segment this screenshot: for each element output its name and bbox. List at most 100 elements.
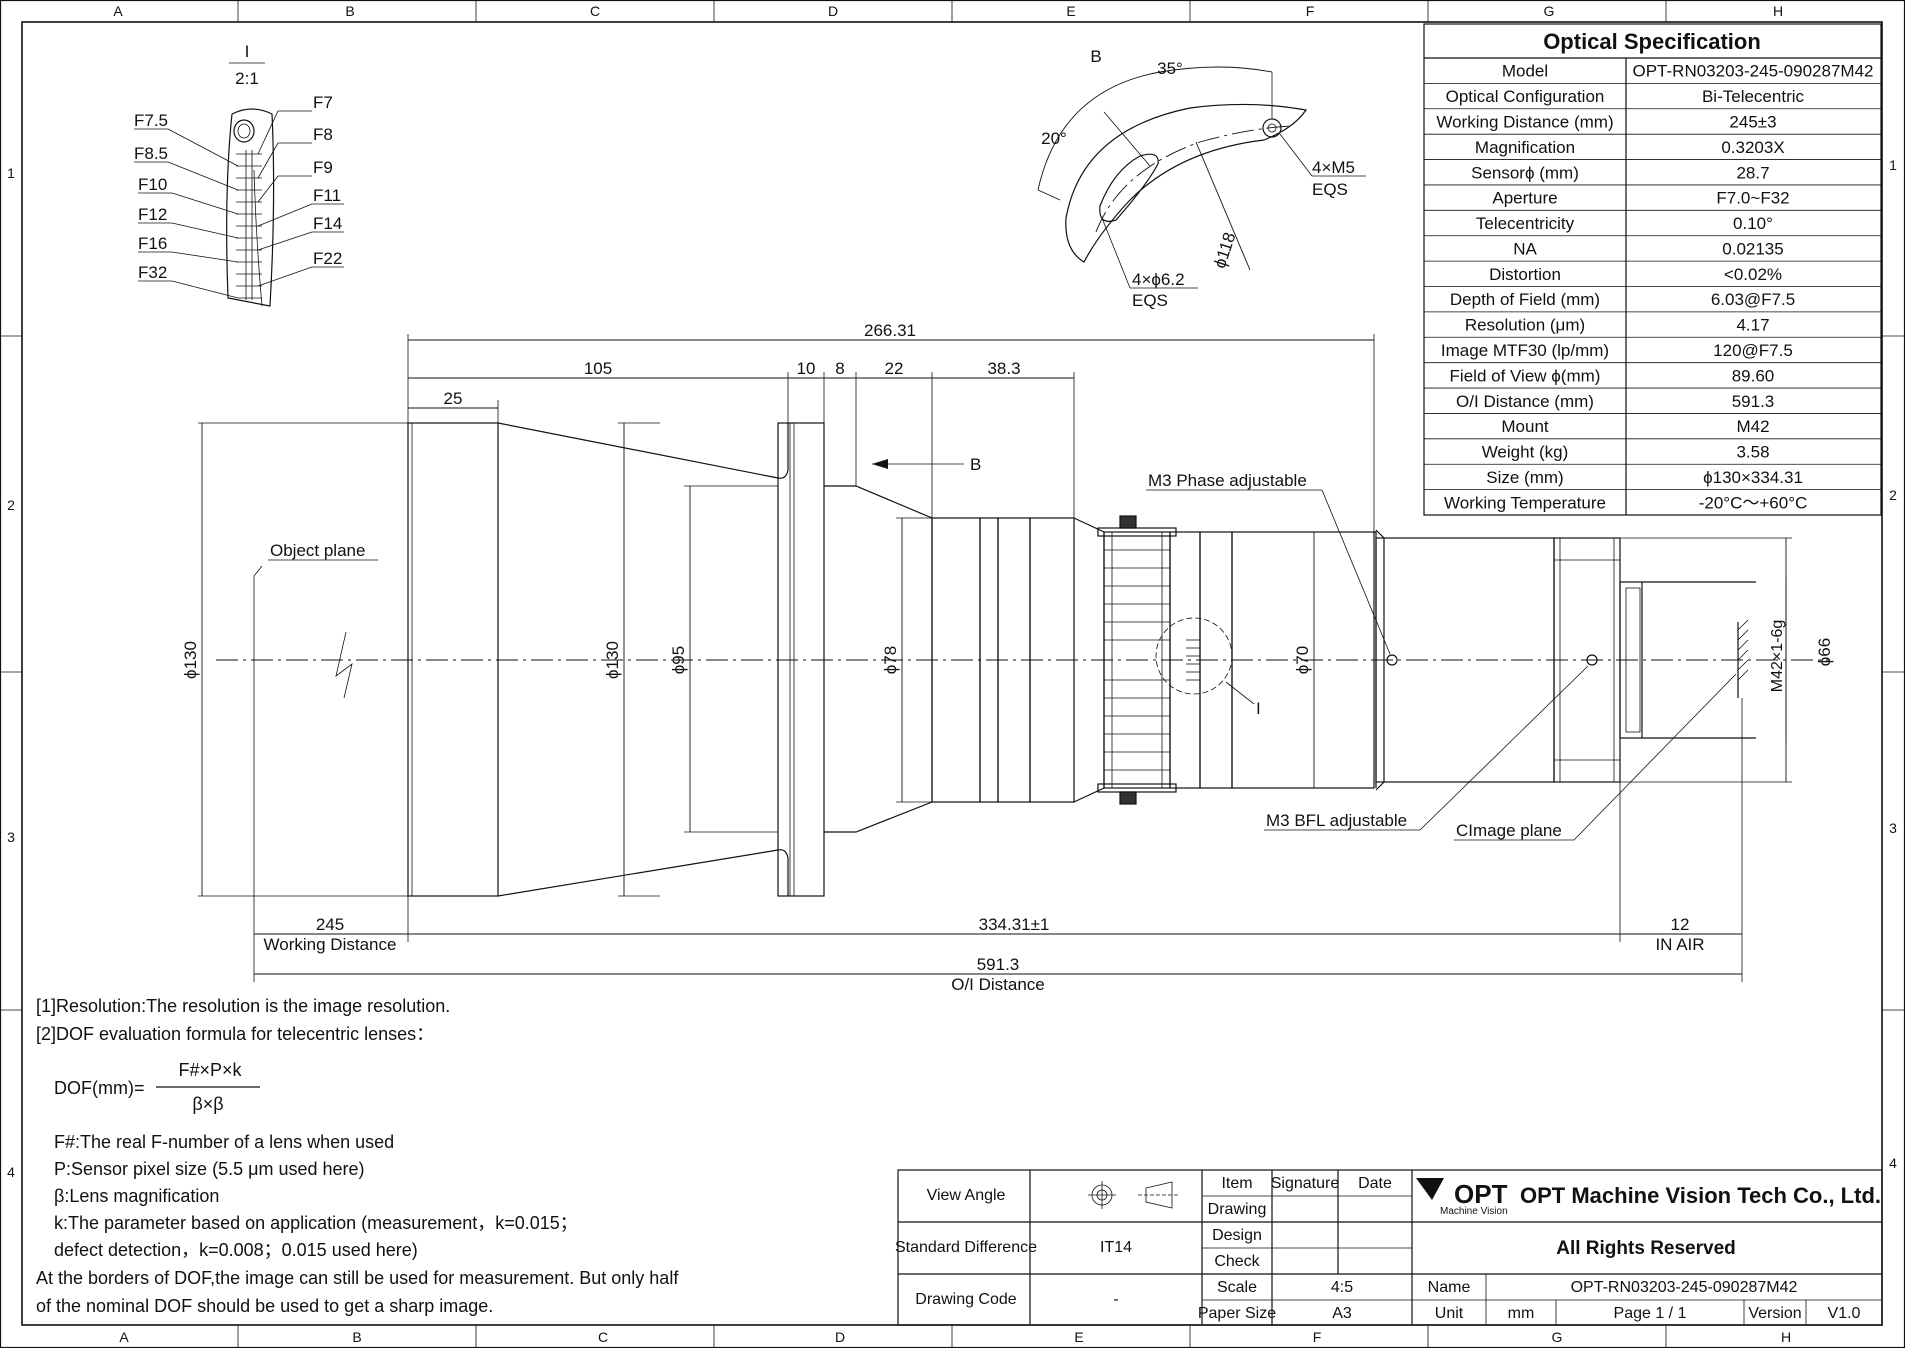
row-label-right: 2	[1889, 487, 1897, 503]
f-label: F8.5	[134, 144, 168, 163]
dim-25: 25	[444, 389, 463, 408]
spec-param: Weight (kg)	[1482, 443, 1569, 462]
image-plane-label: CImage plane	[1456, 821, 1562, 840]
phi-118: ϕ118	[1210, 230, 1239, 271]
name-value: OPT-RN03203-245-090287M42	[1571, 1279, 1798, 1296]
col-label-top: G	[1544, 3, 1555, 19]
notes: [1]Resolution:The resolution is the imag…	[36, 996, 679, 1316]
spec-value: 28.7	[1736, 163, 1769, 182]
row-label-left: 2	[7, 497, 15, 513]
signature-header: Signature	[1271, 1175, 1340, 1192]
detail-ref: I	[245, 42, 250, 61]
spec-value: 6.03@F7.5	[1711, 290, 1795, 309]
scale-label: Scale	[1217, 1279, 1257, 1296]
detail-scale: 2:1	[235, 69, 259, 88]
dim-105: 105	[584, 359, 612, 378]
version-label: Version	[1748, 1305, 1801, 1322]
view-b-ref: B	[1090, 47, 1101, 66]
note-k2: defect detection，k=0.008；0.015 used here…	[54, 1240, 418, 1260]
logo-text: OPT	[1454, 1179, 1508, 1209]
spec-param: Mount	[1501, 417, 1549, 436]
opt-logo: OPT Machine Vision	[1416, 1178, 1508, 1217]
spec-value: 120@F7.5	[1713, 341, 1793, 360]
note-fnumber: F#:The real F-number of a lens when used	[54, 1132, 394, 1152]
f-label: F7.5	[134, 111, 168, 130]
spec-value: 4.17	[1736, 316, 1769, 335]
col-label-bottom: H	[1781, 1329, 1791, 1345]
spec-param: Magnification	[1475, 138, 1575, 157]
angle-35: 35°	[1157, 59, 1183, 78]
scale-value: 4:5	[1331, 1279, 1353, 1296]
col-label-bottom: B	[352, 1329, 361, 1345]
spec-param: Field of View ϕ(mm)	[1450, 366, 1601, 385]
hole-eqs: EQS	[1312, 180, 1348, 199]
dim-334-31: 334.31±1	[979, 915, 1050, 934]
spec-param: O/I Distance (mm)	[1456, 392, 1594, 411]
f-label: F14	[313, 214, 342, 233]
in-air-label: IN AIR	[1655, 935, 1704, 954]
spec-value: 3.58	[1736, 443, 1769, 462]
f-label: F7	[313, 93, 333, 112]
col-label-top: D	[828, 3, 838, 19]
oi-distance-label: O/I Distance	[951, 975, 1045, 994]
item-header: Item	[1221, 1175, 1252, 1192]
detail-i-aperture-scale: I 2:1	[134, 42, 344, 307]
spec-param: Working Temperature	[1444, 493, 1606, 512]
note-border: At the borders of DOF,the image can stil…	[36, 1268, 679, 1288]
col-label-top: C	[590, 3, 600, 19]
col-label-bottom: D	[835, 1329, 845, 1345]
dim-phi130-mid: ϕ130	[603, 641, 622, 679]
view-angle-label: View Angle	[927, 1187, 1006, 1204]
rights-text: All Rights Reserved	[1556, 1238, 1736, 1259]
bfl-adjust-label: M3 BFL adjustable	[1266, 811, 1407, 830]
std-diff-value: IT14	[1100, 1239, 1132, 1256]
row-label-left: 4	[7, 1164, 15, 1180]
note-border2: of the nominal DOF should be used to get…	[36, 1296, 493, 1316]
dim-phi66: ϕ66	[1815, 638, 1834, 666]
logo-subtext: Machine Vision	[1440, 1206, 1508, 1217]
col-label-top: F	[1306, 3, 1315, 19]
f-label: F11	[313, 186, 341, 205]
col-label-bottom: E	[1074, 1329, 1083, 1345]
spec-param: NA	[1513, 239, 1537, 258]
spec-value: 89.60	[1732, 366, 1775, 385]
company-name: OPT Machine Vision Tech Co., Ltd.	[1520, 1183, 1881, 1208]
note-pixel: P:Sensor pixel size (5.5 μm used here)	[54, 1159, 365, 1179]
dim-8: 8	[835, 359, 844, 378]
slot-eqs: EQS	[1132, 291, 1168, 310]
spec-value: ϕ130×334.31	[1703, 468, 1803, 487]
col-label-top: H	[1773, 3, 1783, 19]
formula-left: DOF(mm)=	[54, 1078, 144, 1098]
hole-label: 4×M5	[1312, 158, 1355, 177]
dim-22: 22	[885, 359, 904, 378]
col-label-bottom: G	[1552, 1329, 1563, 1345]
spec-param: Depth of Field (mm)	[1450, 290, 1600, 309]
dim-phi78: ϕ78	[881, 646, 900, 674]
dim-245: 245	[316, 915, 344, 934]
unit-value: mm	[1508, 1305, 1535, 1322]
paper-size-label: Paper Size	[1198, 1305, 1276, 1322]
spec-value: 0.02135	[1722, 239, 1783, 258]
f-label: F12	[138, 205, 167, 224]
working-distance-label: Working Distance	[264, 935, 397, 954]
check-row: Check	[1214, 1253, 1260, 1270]
dim-phi95: ϕ95	[669, 646, 688, 674]
title-block: View Angle Standard Difference IT14 Draw…	[895, 1169, 1883, 1326]
std-diff-label: Standard Difference	[895, 1239, 1037, 1256]
spec-param: Sensorϕ (mm)	[1471, 163, 1579, 182]
col-label-bottom: A	[119, 1329, 129, 1345]
object-plane-label: Object plane	[270, 541, 365, 560]
drawing-code-value: -	[1113, 1291, 1118, 1308]
note-k: k:The parameter based on application (me…	[54, 1213, 578, 1233]
spec-value: 591.3	[1732, 392, 1775, 411]
spec-param: Model	[1502, 62, 1548, 81]
spec-value: 0.3203X	[1721, 138, 1784, 157]
spec-value: -20°C～+60°C	[1699, 493, 1808, 512]
row-label-left: 1	[7, 165, 15, 181]
drawing-row: Drawing	[1208, 1201, 1267, 1218]
paper-size-value: A3	[1332, 1305, 1352, 1322]
spec-value: 245±3	[1729, 112, 1776, 131]
spec-value: F7.0~F32	[1716, 189, 1789, 208]
